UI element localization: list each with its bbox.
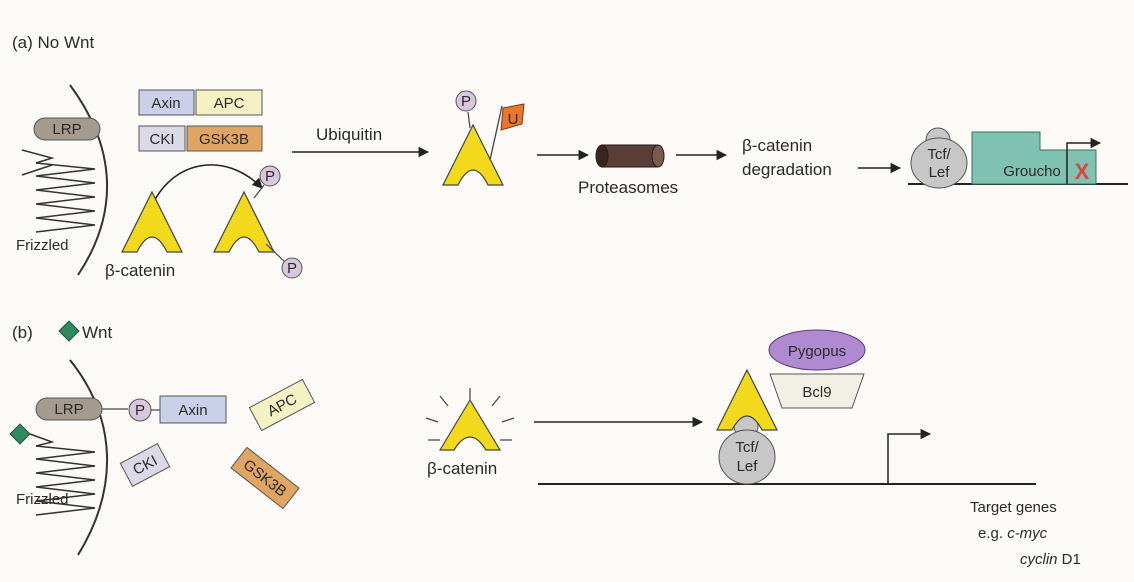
target-gene-cyclin-suffix: D1 (1058, 551, 1081, 568)
phospho-label-a1: P (265, 168, 275, 185)
tcf-label-a-line1: Tcf/ (927, 146, 951, 163)
cki-box-a: CKI (138, 125, 186, 152)
ubiquitin-label: Ubiquitin (316, 125, 382, 144)
panel-b: (b) Wnt LRP Frizzled P Axin (9, 320, 1081, 568)
frizzled-receptor-a (21, 149, 96, 233)
tcf-label-b-line1: Tcf/ (735, 439, 759, 456)
wnt-legend-icon (58, 320, 80, 342)
membrane-a (69, 84, 109, 276)
lrp-receptor-b: LRP (35, 397, 103, 421)
tcf-lef-b: Tcf/ Lef (718, 413, 776, 485)
axin-box-a: Axin (138, 89, 195, 116)
beta-catenin-shape-a3 (442, 123, 504, 186)
frizzled-receptor-b (29, 433, 96, 516)
apc-label-a: APC (214, 95, 245, 112)
bcl9-box: Bcl9 (769, 373, 865, 409)
ubiquitin-flag-label: U (508, 111, 519, 128)
frizzled-label-a: Frizzled (16, 237, 69, 254)
transcription-arrow-b (887, 428, 932, 484)
apc-box-b: APC (248, 378, 316, 432)
beta-catenin-shape-b1 (438, 398, 502, 451)
bcl9-label: Bcl9 (802, 384, 831, 401)
axin-box-b: Axin (159, 395, 227, 424)
target-genes-line1: Target genes (970, 499, 1057, 516)
phospho-circle-a1: P (259, 165, 281, 187)
beta-catenin-shape-a2 (213, 190, 275, 253)
phospho-label-b: P (135, 402, 145, 419)
phospho-circle-b: P (128, 398, 152, 422)
gsk-box-b: GSK3B (230, 446, 300, 510)
phospho-label-a2: P (287, 260, 297, 277)
target-gene-cmyc: c-myc (1007, 525, 1047, 542)
panel-b-heading: (b) (12, 323, 33, 342)
beta-catenin-shape-b2 (716, 368, 778, 431)
proteasomes-label: Proteasomes (578, 178, 678, 197)
panel-a-heading: (a) No Wnt (12, 33, 94, 52)
axin-label-b: Axin (178, 402, 207, 419)
phospho-label-a3: P (461, 93, 471, 110)
frizzled-label-b: Frizzled (16, 491, 69, 508)
ubiquitin-flag: U (500, 103, 525, 131)
groucho-box: Groucho (971, 131, 1097, 185)
phospho-circle-a2: P (281, 257, 303, 279)
tcf-label-b-line2: Lef (737, 458, 759, 475)
target-gene-cyclin: cyclin (1020, 551, 1058, 568)
apc-box-a: APC (195, 89, 263, 116)
wnt-label: Wnt (82, 323, 113, 342)
degradation-label-line2: degradation (742, 160, 832, 179)
tcf-lef-a: Tcf/ Lef (910, 127, 968, 189)
lrp-label-a: LRP (52, 121, 81, 138)
gsk-box-a: GSK3B (186, 125, 263, 152)
target-genes-line3: cyclin D1 (1020, 551, 1081, 568)
axin-label-a: Axin (151, 95, 180, 112)
lrp-receptor-a: LRP (33, 117, 101, 141)
beta-catenin-label-a: β-catenin (105, 261, 175, 280)
beta-catenin-label-b: β-catenin (427, 459, 497, 478)
cki-label-a: CKI (149, 131, 174, 148)
pygopus-label: Pygopus (788, 343, 846, 360)
gsk-label-a: GSK3B (199, 131, 249, 148)
phosphorylation-arrow-a (149, 164, 263, 211)
tcf-label-a-line2: Lef (929, 164, 951, 181)
proteasome-icon (595, 144, 665, 168)
target-genes-prefix: e.g. (978, 525, 1007, 542)
transcription-arrow-a (1066, 137, 1102, 184)
lrp-label-b: LRP (54, 401, 83, 418)
panel-a: (a) No Wnt LRP Frizzled Axin APC CKI (12, 33, 1128, 280)
target-genes-line2: e.g. c-myc (978, 525, 1048, 542)
groucho-label: Groucho (1003, 163, 1061, 180)
cki-box-b: CKI (119, 442, 171, 488)
pygopus-ellipse: Pygopus (768, 329, 866, 371)
phospho-circle-a3: P (455, 90, 477, 112)
glow-rays (425, 388, 515, 441)
transcription-blocked-icon: X (1075, 159, 1090, 184)
membrane-b (69, 359, 109, 556)
wnt-ligand-bound (9, 423, 31, 445)
degradation-label-line1: β-catenin (742, 136, 812, 155)
beta-catenin-shape-a1 (121, 190, 183, 253)
